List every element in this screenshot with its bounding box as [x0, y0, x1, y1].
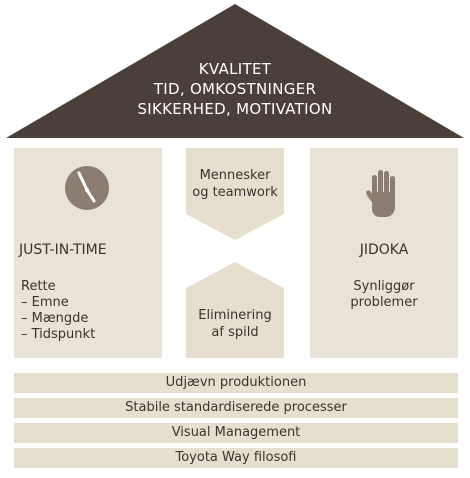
- elimination-line: Eliminering: [198, 308, 272, 323]
- foundation-band-stable-processes: Stabile standardiserede processer: [14, 398, 458, 418]
- teamwork-line: og teamwork: [192, 185, 278, 200]
- jit-line-rette: Rette: [21, 279, 56, 294]
- roof: [6, 4, 464, 138]
- just-in-time-title: JUST-IN-TIME: [19, 242, 107, 258]
- jidoka-line-synliggor: Synliggør: [353, 279, 415, 294]
- jidoka-title: JIDOKA: [359, 242, 409, 258]
- eliminate-waste-shape: [186, 262, 284, 358]
- eliminate-waste-label: Eliminering af spild: [186, 307, 284, 341]
- people-line: Mennesker: [199, 168, 271, 183]
- jit-line-emne: – Emne: [21, 295, 69, 310]
- roof-line-quality: KVALITET: [198, 60, 272, 78]
- clock-icon: [65, 166, 109, 210]
- foundation-band-level-production: Udjævn produktionen: [14, 373, 458, 393]
- center-shapes: [186, 148, 284, 358]
- right-pillar: JIDOKA Synliggør problemer: [310, 148, 458, 358]
- foundation-band-visual-management: Visual Management: [14, 423, 458, 443]
- roof-shape: [6, 4, 464, 138]
- jit-line-maengde: – Mængde: [21, 311, 89, 326]
- roof-line-safety-motivation: SIKKERHED, MOTIVATION: [137, 100, 333, 118]
- jidoka-line-problemer: problemer: [350, 295, 418, 310]
- foundation-band-toyota-way: Toyota Way filosofi: [14, 448, 458, 468]
- hand-icon: [366, 170, 395, 217]
- people-teamwork-shape: [186, 148, 284, 240]
- left-pillar: JUST-IN-TIME Rette – Emne – Mængde – Tid…: [14, 148, 162, 358]
- jit-line-tidspunkt: – Tidspunkt: [21, 327, 96, 342]
- roof-line-time-cost: TID, OMKOSTNINGER: [153, 80, 317, 98]
- people-teamwork-label: Mennesker og teamwork: [186, 167, 284, 201]
- waste-line: af spild: [211, 325, 259, 340]
